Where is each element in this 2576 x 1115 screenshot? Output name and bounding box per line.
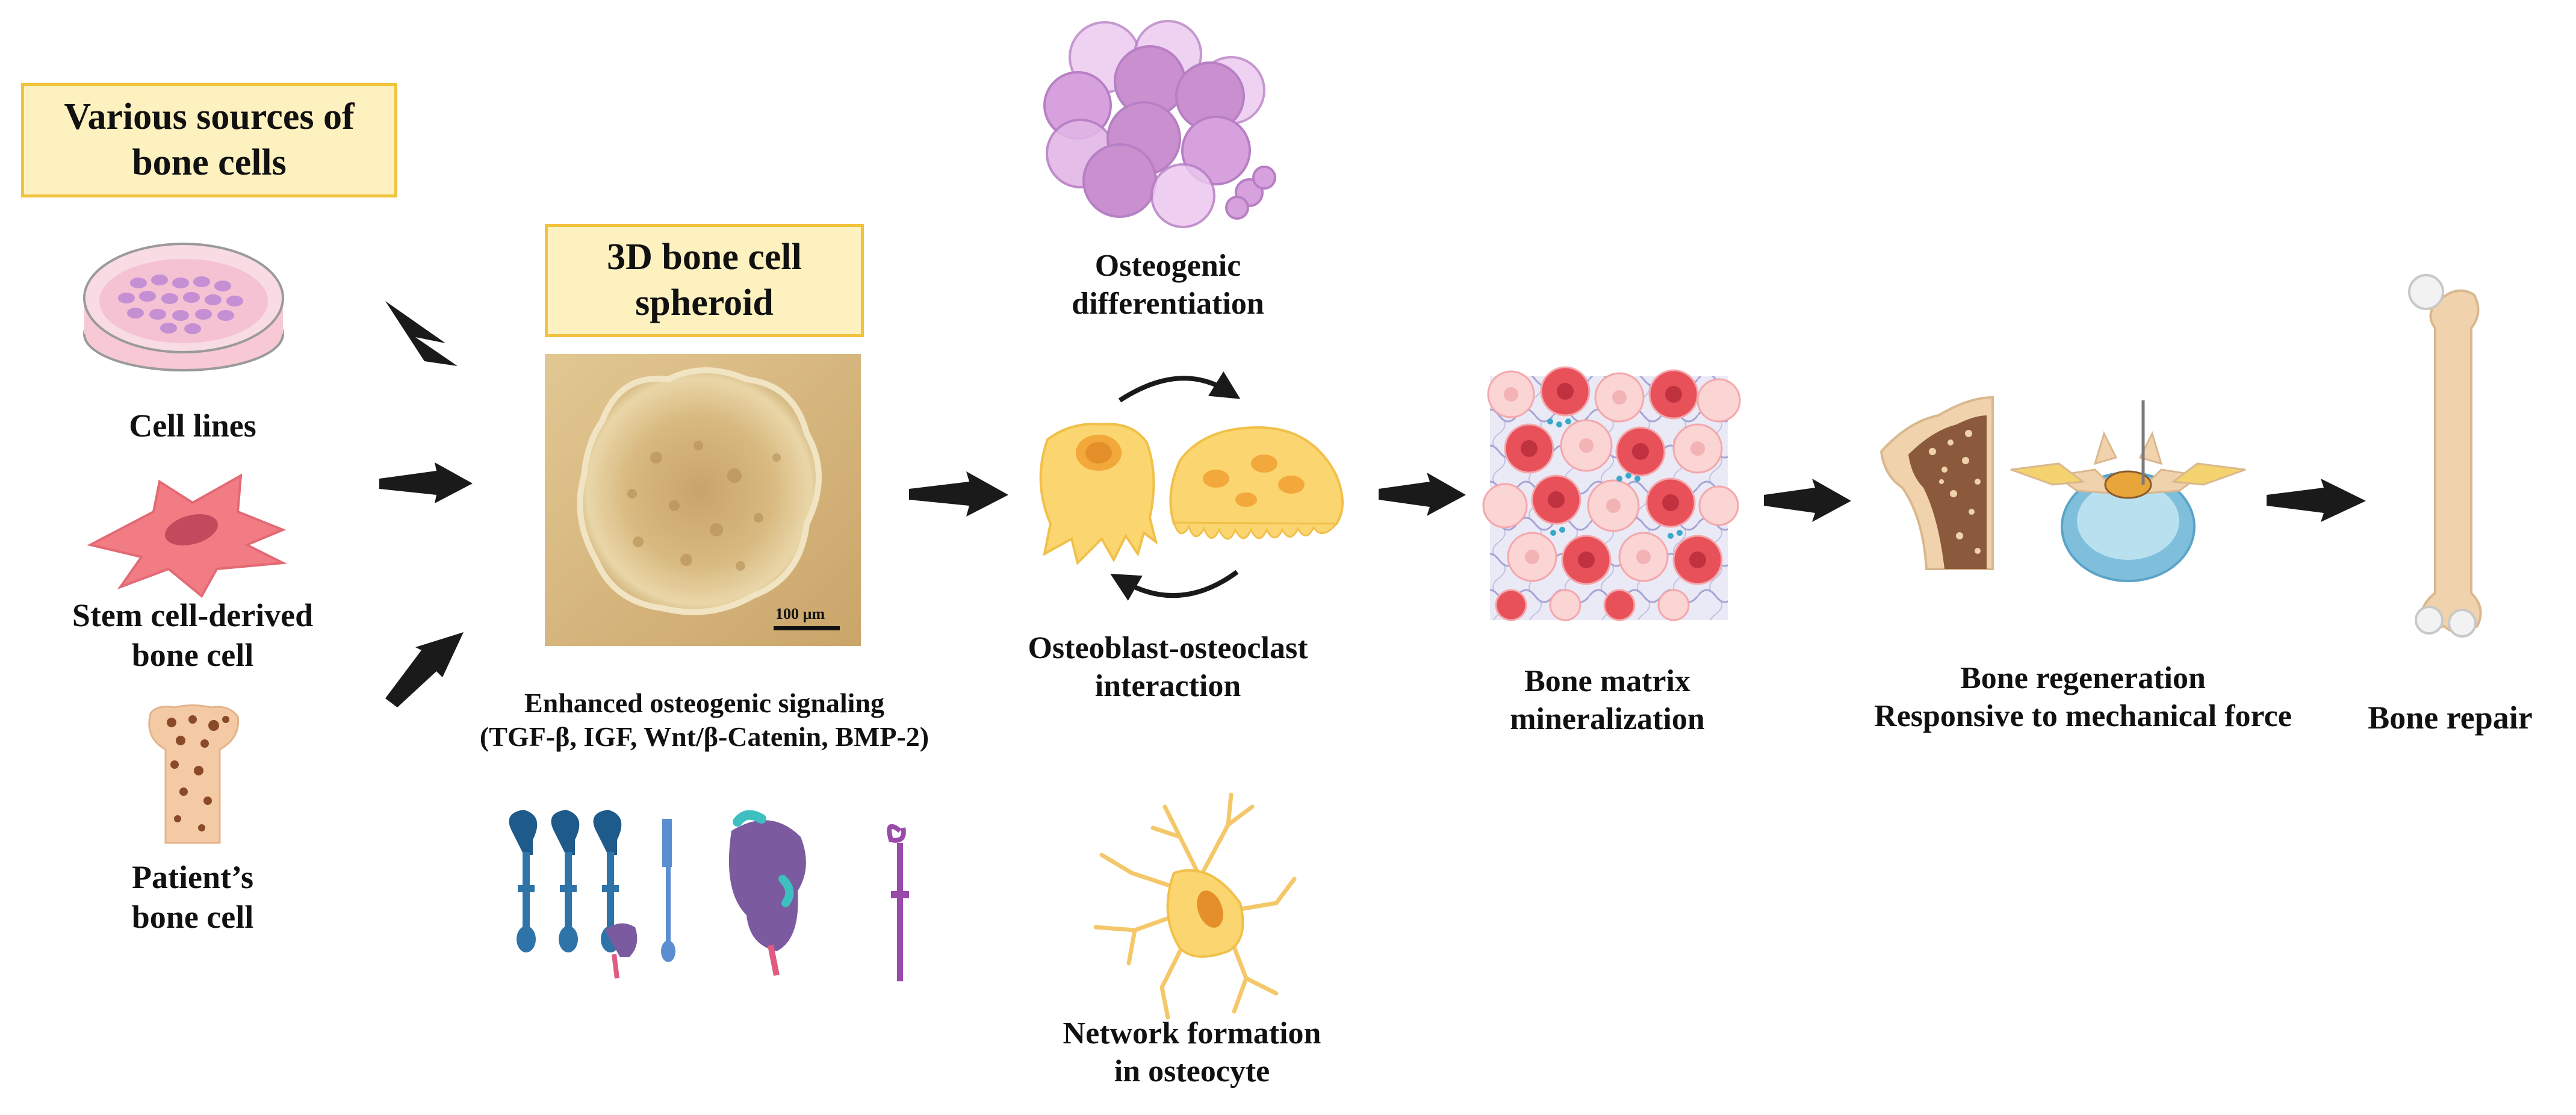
- sources-title-line2: bone cells: [132, 142, 287, 183]
- arrow-to-repair: [2267, 479, 2366, 522]
- stem-cell-icon: [87, 473, 288, 598]
- signaling-label: Enhanced osteogenic signaling (TGF-β, IG…: [479, 688, 930, 753]
- arrow-to-regeneration: [1764, 479, 1851, 522]
- regeneration-label: Bone regeneration Responsive to mechanic…: [1874, 661, 2292, 734]
- arrow-stem-cell: [379, 462, 473, 503]
- interaction-cycle-arrows: [1110, 371, 1241, 601]
- cell-lines-label: Cell lines: [129, 408, 256, 444]
- signaling-receptors-icon: [509, 810, 909, 981]
- femur-icon: [2408, 274, 2482, 638]
- petri-dish-icon: [83, 243, 284, 371]
- osteogenic-cluster-icon: [1043, 20, 1276, 228]
- mineralization-label: Bone matrix mineralization: [1510, 664, 1705, 737]
- arrow-patient: [385, 632, 464, 707]
- spheroid-title-line2: spheroid: [635, 282, 774, 323]
- arrow-cell-lines: [385, 301, 458, 366]
- osteogenic-label: Osteogenic differentiation: [1072, 249, 1264, 321]
- bone-section-icon: [1879, 396, 1994, 570]
- osteoblast-icon: [1039, 423, 1158, 565]
- spheroid-micrograph: [545, 354, 861, 646]
- interaction-label: Osteoblast-osteoclast interaction: [1028, 631, 1308, 704]
- patient-bone-label: Patient’s bone cell: [131, 859, 254, 935]
- sources-title-box: Various sources of bone cells: [21, 83, 397, 197]
- osteoclast-icon: [1169, 426, 1344, 540]
- arrow-to-mineralization: [1379, 473, 1466, 516]
- stem-cell-label: Stem cell-derived bone cell: [72, 597, 314, 673]
- bone-repair-label: Bone repair: [2368, 700, 2533, 736]
- arrows-sources-to-spheroid: [379, 301, 473, 707]
- scale-bar-label: 100 µm: [775, 605, 825, 623]
- sources-title-line1: Various sources of: [64, 96, 355, 138]
- arrow-spheroid-to-process: [909, 471, 1008, 517]
- patient-bone-icon: [148, 704, 240, 844]
- spheroid-title-box: 3D bone cell spheroid: [545, 224, 864, 337]
- vertebra-icon: [2010, 400, 2246, 582]
- osteocyte-icon: [1093, 792, 1297, 1020]
- network-label: Network formation in osteocyte: [1063, 1016, 1321, 1089]
- mineralization-matrix-icon: [1482, 366, 1741, 621]
- spheroid-title-line1: 3D bone cell: [607, 237, 802, 278]
